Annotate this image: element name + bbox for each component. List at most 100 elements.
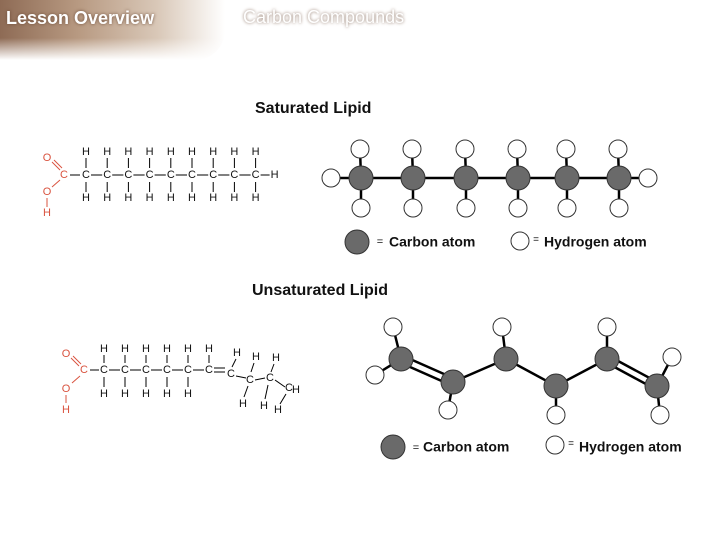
carboxyl-carbon-label: C [80, 364, 88, 376]
hydrogen-atom [455, 139, 475, 159]
carbon-atom [388, 346, 414, 372]
legend-equals: = [568, 439, 574, 450]
hydrogen-label: H [188, 192, 196, 204]
chain-carbon-label: C [167, 169, 175, 181]
hydrogen-atom [350, 139, 370, 159]
hydrogen-atom [608, 139, 628, 159]
carbon-legend-label: Carbon atom [423, 439, 509, 455]
unsaturated-legend: =Carbon atom=Hydrogen atom [380, 434, 682, 460]
hydrogen-atom [557, 198, 577, 218]
chain-carbon-label: C [124, 169, 132, 181]
bond-line [270, 363, 275, 373]
hydrogen-label: H [100, 343, 108, 355]
oxygen-label: O [62, 348, 71, 360]
carbon-atom [453, 165, 479, 191]
saturated-lipid-title: Saturated Lipid [255, 100, 371, 117]
unsaturated-title-text: Unsaturated Lipid [252, 282, 388, 299]
chain-carbon-label: C [142, 364, 150, 376]
hydrogen-atom [492, 317, 512, 337]
hydrogen-label: H [274, 404, 282, 416]
hydrogen-label: H [252, 192, 260, 204]
unsaturated-ball-stick-model [365, 317, 682, 425]
hydrogen-atom [402, 139, 422, 159]
hydrogen-atom [321, 168, 341, 188]
carbon-atom [594, 346, 620, 372]
hydrogen-label: H [82, 146, 90, 158]
chain-carbon-label: C [146, 169, 154, 181]
hydrogen-atom [546, 405, 566, 425]
hydrogen-label: H [209, 146, 217, 158]
double-bond-line [72, 355, 82, 365]
chain-carbon-label: C [100, 364, 108, 376]
oxygen-label: O [62, 383, 71, 395]
header-photo-banner [0, 0, 225, 60]
chain-carbon-label: C [184, 364, 192, 376]
slide-header: Lesson Overview Carbon Compounds [0, 0, 720, 64]
legend-equals: = [533, 235, 539, 246]
single-bond-line [71, 375, 81, 384]
hydrogen-atom [365, 365, 385, 385]
hydrogen-atom [556, 139, 576, 159]
hydrogen-atom [609, 198, 629, 218]
chain-carbon-label: C [103, 169, 111, 181]
hydrogen-atom [351, 198, 371, 218]
single-bond-line [51, 179, 61, 188]
hydrogen-label: H [121, 343, 129, 355]
carbon-atom [554, 165, 580, 191]
bond-line [231, 358, 237, 368]
terminal-hydrogen-label: H [292, 384, 300, 396]
hydrogen-legend-label: Hydrogen atom [544, 234, 647, 250]
hydrogen-label: H [82, 192, 90, 204]
chain-carbon-label: C [230, 169, 238, 181]
legend-equals: = [413, 442, 419, 454]
saturated-legend: =Carbon atom=Hydrogen atom [344, 229, 647, 255]
carbon-atom [644, 373, 670, 399]
hydrogen-label: H [100, 388, 108, 400]
double-bond-line [53, 159, 63, 169]
carbon-atom [606, 165, 632, 191]
chain-carbon-label: C [285, 382, 293, 394]
carbon-legend-swatch [344, 229, 370, 255]
double-bond-line [70, 357, 80, 367]
hydrogen-label: H [184, 388, 192, 400]
hydrogen-label: H [184, 343, 192, 355]
hydrogen-atom [403, 198, 423, 218]
hydrogen-legend-swatch [510, 231, 530, 251]
hydrogen-label: H [142, 388, 150, 400]
carbon-atom [505, 165, 531, 191]
hydrogen-atom [456, 198, 476, 218]
chain-carbon-label: C [82, 169, 90, 181]
terminal-hydrogen-label: H [271, 169, 279, 181]
carbon-legend-label: Carbon atom [389, 234, 475, 250]
bond-line [250, 362, 255, 373]
chain-bond-line [274, 379, 286, 388]
bond-line [264, 384, 269, 400]
hydrogen-label: H [209, 192, 217, 204]
hydrogen-atom [383, 317, 403, 337]
bond-line [279, 393, 287, 405]
hydrogen-label: H [233, 347, 241, 359]
carbon-atom [543, 373, 569, 399]
carboxyl-carbon-label: C [60, 169, 68, 181]
saturated-title-text: Saturated Lipid [255, 100, 371, 117]
lesson-overview-title: Lesson Overview [6, 8, 155, 28]
oxygen-label: O [43, 186, 52, 198]
chain-carbon-label: C [205, 364, 213, 376]
hydrogen-label: H [124, 146, 132, 158]
hydrogen-label: H [62, 404, 70, 416]
chain-carbon-label: C [121, 364, 129, 376]
chain-carbon-label: C [209, 169, 217, 181]
hydrogen-label: H [121, 388, 129, 400]
section-title: Carbon Compounds [243, 7, 405, 27]
hydrogen-label: H [239, 398, 247, 410]
chain-carbon-label: C [252, 169, 260, 181]
hydrogen-label: H [272, 352, 280, 364]
hydrogen-label: H [43, 207, 51, 219]
chain-bond-line [235, 375, 247, 379]
hydrogen-label: H [188, 146, 196, 158]
hydrogen-label: H [146, 146, 154, 158]
hydrogen-label: H [252, 351, 260, 363]
hydrogen-label: H [230, 146, 238, 158]
carbon-atom [440, 369, 466, 395]
